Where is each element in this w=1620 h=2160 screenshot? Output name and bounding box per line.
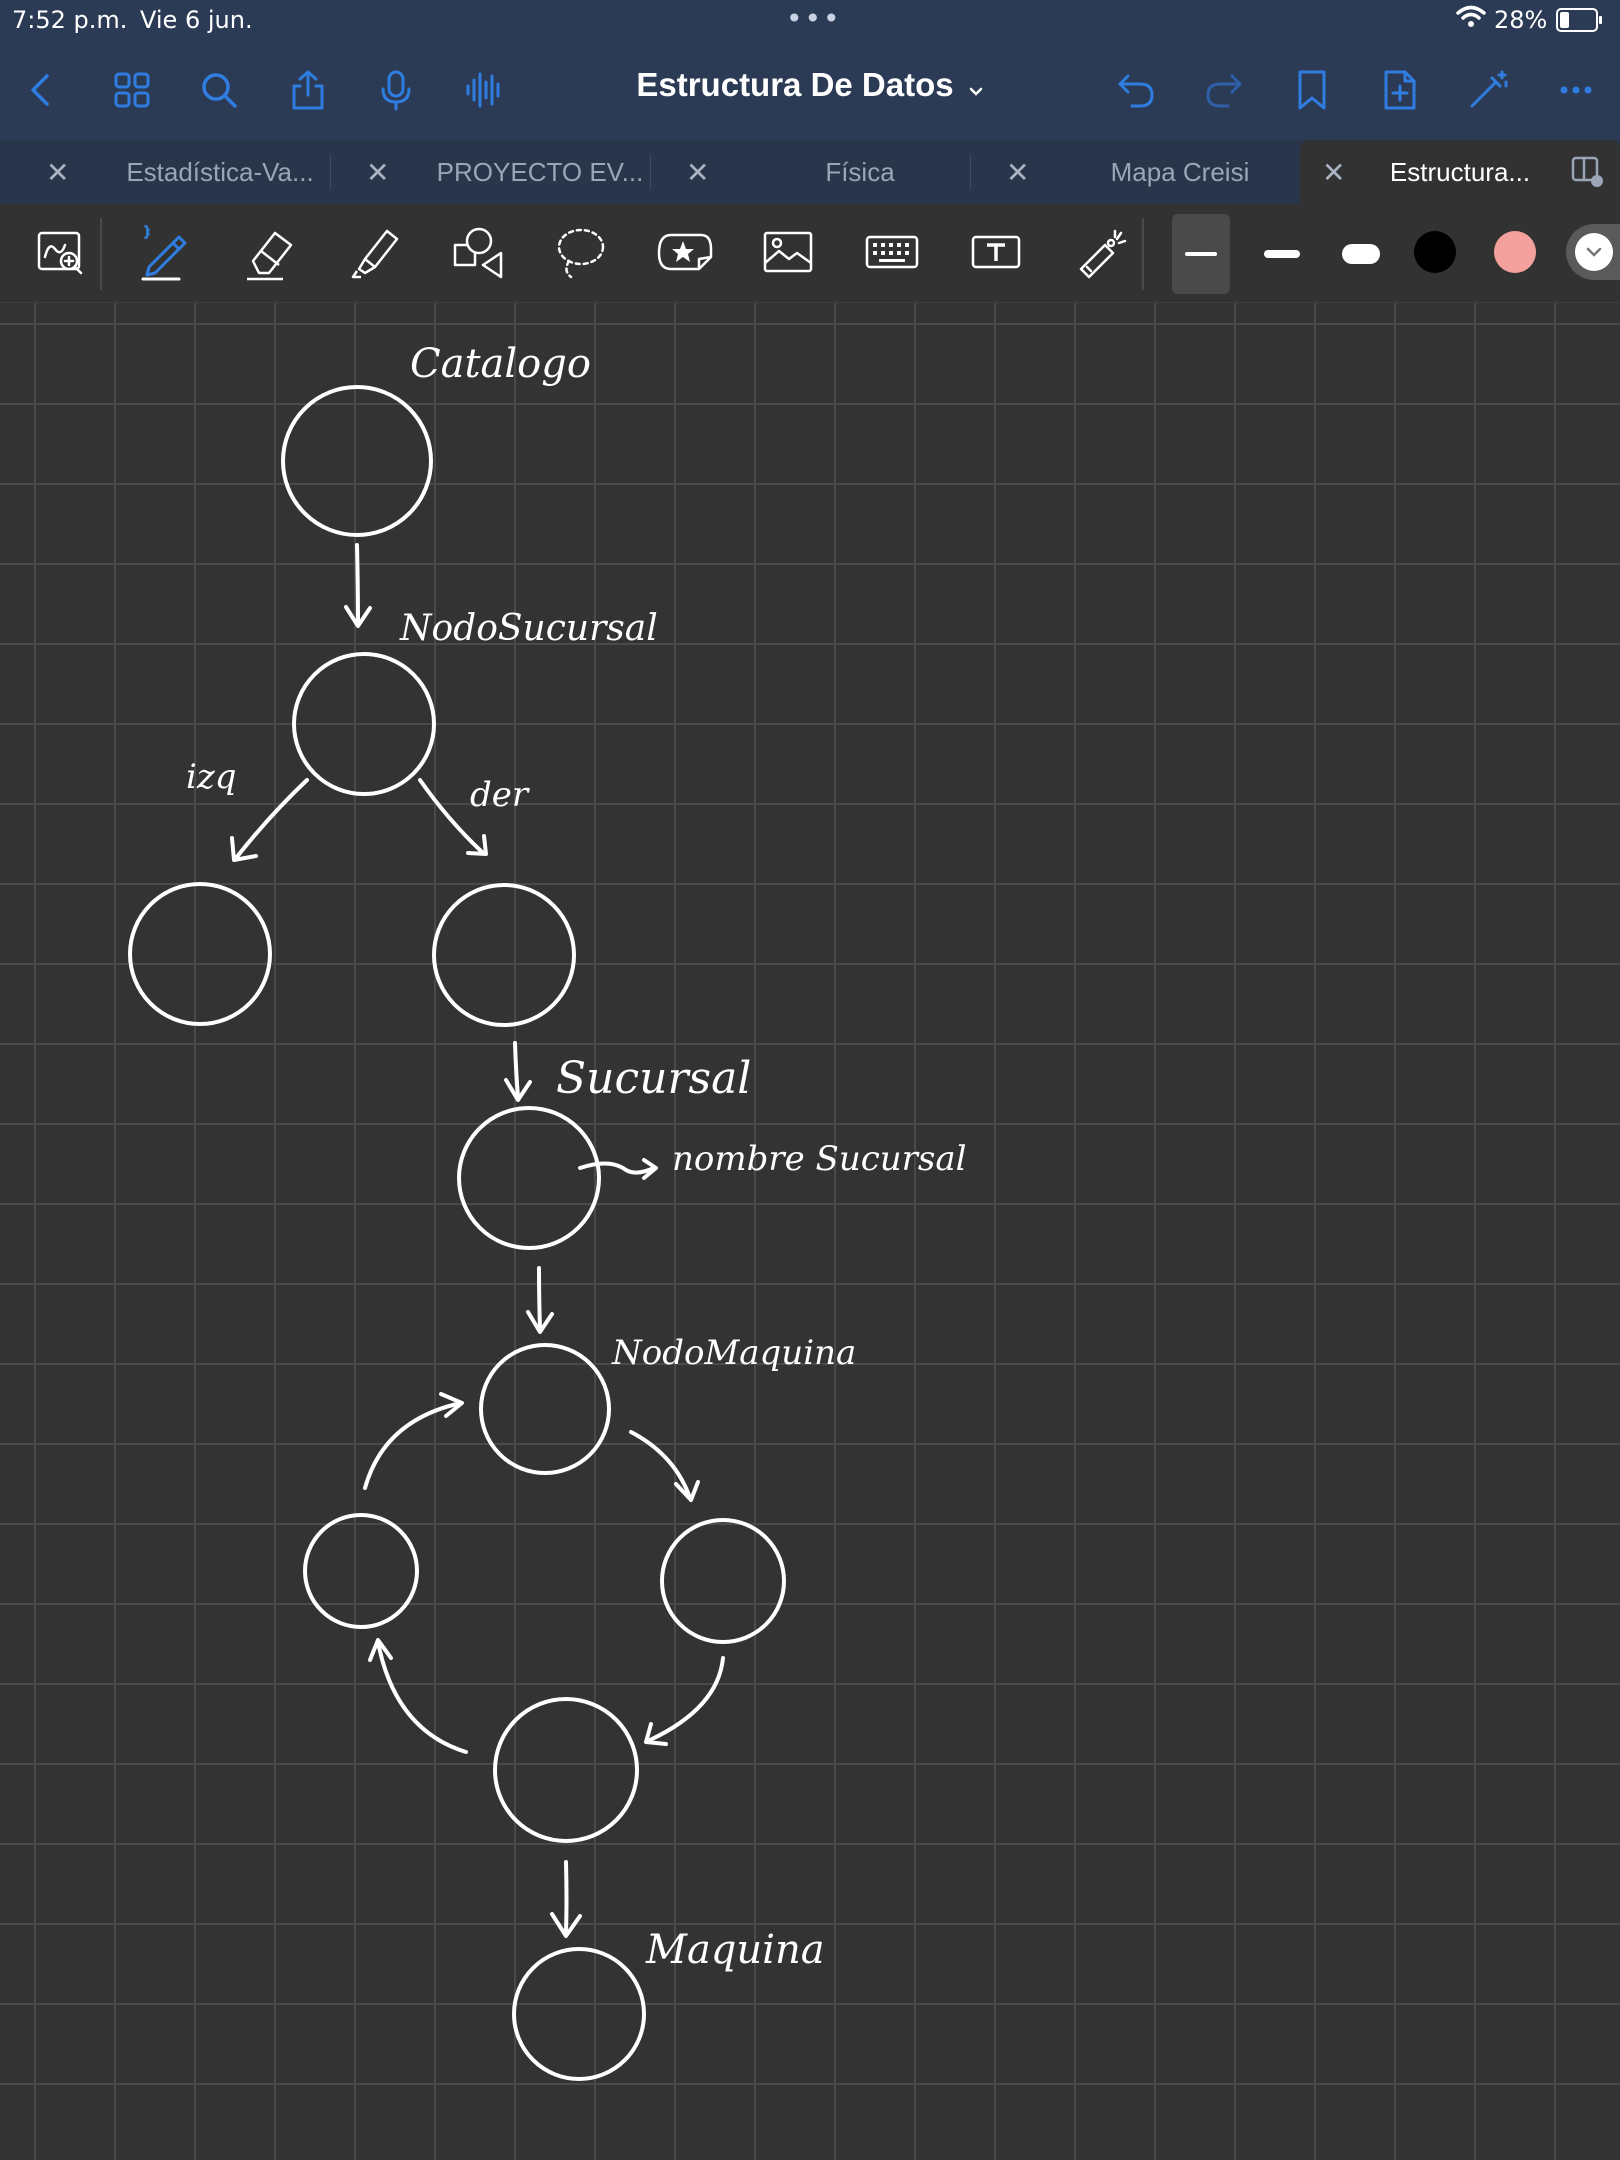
ring-right-node — [660, 1518, 786, 1644]
arrow-ring-4 — [363, 1401, 463, 1490]
catalogo-node — [281, 385, 433, 537]
stroke-width-medium[interactable] — [1254, 214, 1312, 294]
document-title-text: Estructura De Datos — [636, 66, 954, 103]
arrow-catalogo-to-nodosucursal — [355, 543, 360, 627]
wifi-icon — [1456, 4, 1486, 36]
stroke-width-thin[interactable] — [1172, 214, 1230, 294]
stroke-thin-icon — [1185, 252, 1217, 256]
label-sucursal: Sucursal — [556, 1053, 752, 1104]
laser-pointer-icon[interactable] — [1068, 220, 1132, 284]
handwritten-diagram — [128, 385, 786, 2081]
undo-icon[interactable] — [1110, 64, 1162, 116]
stroke-medium-icon — [1264, 250, 1300, 258]
tab-divider — [330, 154, 331, 190]
arrow-ring-3 — [376, 1640, 468, 1754]
battery-icon — [1556, 8, 1602, 32]
arrow-to-maquina — [564, 1860, 569, 1934]
label-der: der — [470, 775, 529, 815]
close-icon[interactable]: ✕ — [1006, 157, 1030, 188]
color-swatch-white-selected[interactable] — [1566, 224, 1620, 280]
color-swatch-pink[interactable] — [1494, 231, 1536, 273]
arrow-nombre-sucursal — [578, 1161, 656, 1175]
date: Vie 6 jun. — [140, 6, 253, 34]
tab-label: Estadística-Va... — [126, 157, 314, 187]
share-icon[interactable] — [282, 64, 334, 116]
chevron-down-icon — [1586, 247, 1602, 257]
more-icon[interactable] — [1550, 64, 1602, 116]
chevron-down-icon[interactable] — [968, 68, 984, 106]
tab-estadistica[interactable]: ✕ Estadística-Va... — [10, 140, 330, 204]
status-bar: 7:52 p.m. Vie 6 jun. ••• 28% — [0, 0, 1620, 40]
label-nodomaquina: NodoMaquina — [612, 1333, 857, 1373]
tab-label: Física — [825, 157, 895, 187]
arrow-to-sucursal — [513, 1041, 520, 1099]
close-icon[interactable]: ✕ — [686, 157, 710, 188]
toolbar-divider — [1142, 218, 1144, 290]
arrow-ring-2 — [648, 1656, 725, 1742]
image-icon[interactable] — [756, 220, 820, 284]
sucursal-node — [457, 1106, 601, 1250]
clock: 7:52 p.m. — [12, 6, 128, 34]
multitasking-dots-icon[interactable]: ••• — [786, 2, 842, 35]
tab-bar: ✕ Estadística-Va... ✕ PROYECTO EV... ✕ F… — [0, 140, 1620, 204]
tab-proyecto[interactable]: ✕ PROYECTO EV... — [330, 140, 650, 204]
tab-divider — [650, 154, 651, 190]
close-icon[interactable]: ✕ — [366, 157, 390, 188]
note-canvas[interactable]: Catalogo NodoSucursal izq der Sucursal n… — [0, 303, 1620, 2160]
eraser-icon[interactable] — [236, 220, 300, 284]
bookmark-icon[interactable] — [1286, 64, 1338, 116]
arrow-izq — [234, 778, 309, 860]
arrow-to-nodomaquina — [537, 1266, 542, 1330]
text-box-icon[interactable] — [964, 220, 1028, 284]
battery-percent: 28% — [1494, 6, 1548, 34]
keyboard-icon[interactable] — [860, 220, 924, 284]
add-page-icon[interactable] — [1374, 64, 1426, 116]
tab-divider — [970, 154, 971, 190]
label-catalogo: Catalogo — [410, 341, 591, 387]
nodosucursal-node — [292, 652, 436, 796]
document-title[interactable]: Estructura De Datos — [0, 66, 1620, 106]
close-icon[interactable]: ✕ — [1322, 157, 1346, 188]
stroke-width-thick[interactable] — [1334, 214, 1392, 294]
left-child-node — [128, 882, 272, 1026]
toolbar-divider — [100, 218, 102, 290]
label-maquina: Maquina — [646, 1927, 825, 1973]
nodomaquina-node — [479, 1343, 611, 1475]
tab-label: PROYECTO EV... — [436, 157, 644, 187]
document-header: Estructura De Datos — [0, 40, 1620, 140]
mic-icon[interactable] — [370, 64, 422, 116]
label-izq: izq — [186, 757, 237, 797]
back-icon[interactable] — [16, 64, 68, 116]
drawing-toolbar — [0, 204, 1620, 303]
sticker-icon[interactable] — [652, 220, 716, 284]
pen-icon[interactable] — [132, 220, 196, 284]
zoom-window-icon[interactable] — [28, 220, 92, 284]
stroke-thick-icon — [1342, 244, 1380, 264]
redo-icon[interactable] — [1198, 64, 1250, 116]
label-nombre-sucursal: nombre Sucursal — [672, 1139, 967, 1179]
ring-left-node — [303, 1513, 419, 1629]
right-child-node — [432, 883, 576, 1027]
tab-fisica[interactable]: ✕ Física — [650, 140, 970, 204]
magic-pen-icon[interactable] — [1462, 64, 1514, 116]
tab-label: Estructura... — [1389, 157, 1531, 187]
close-icon[interactable]: ✕ — [46, 157, 70, 188]
maquina-node — [512, 1947, 646, 2081]
tab-label: Mapa Creisi — [1110, 157, 1250, 187]
waveform-icon[interactable] — [458, 64, 510, 116]
search-icon[interactable] — [193, 64, 245, 116]
tab-estructura[interactable]: ✕ Estructura... — [1300, 140, 1620, 204]
color-swatch-black[interactable] — [1414, 231, 1456, 273]
label-nodosucursal: NodoSucursal — [400, 608, 658, 649]
lasso-icon[interactable] — [548, 220, 612, 284]
color-swatch-white — [1575, 233, 1613, 271]
arrow-der — [418, 778, 484, 854]
shapes-icon[interactable] — [444, 220, 508, 284]
tab-mapa-creisi[interactable]: ✕ Mapa Creisi — [970, 140, 1290, 204]
ring-bottom-node — [493, 1697, 639, 1843]
grid-icon[interactable] — [106, 64, 158, 116]
split-view-icon[interactable] — [1570, 154, 1604, 195]
highlighter-icon[interactable] — [340, 220, 404, 284]
arrow-ring-1 — [629, 1430, 692, 1500]
